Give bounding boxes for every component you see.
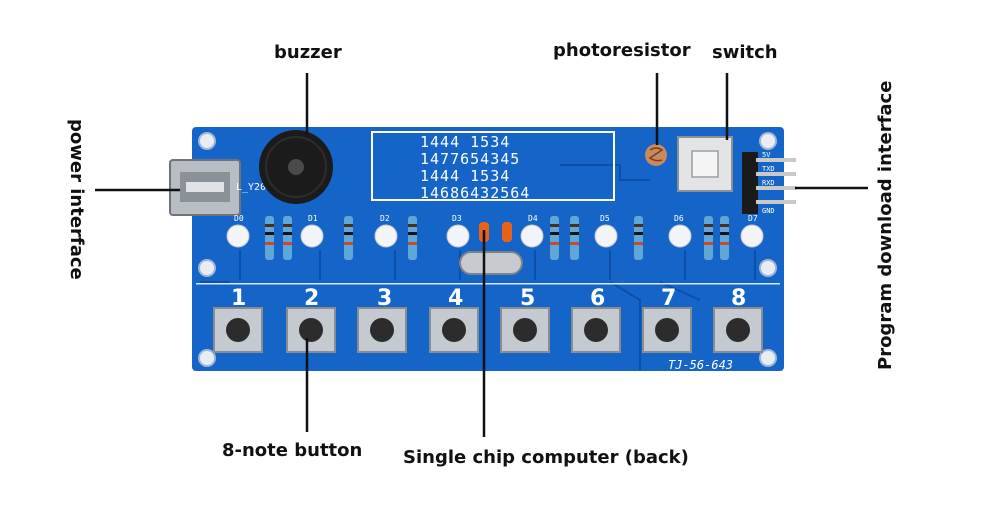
display-line-1: 1444 1534	[420, 133, 510, 151]
button-number-labels: 1 2 3 4 5 6 7 8	[231, 286, 746, 311]
buzzer-label: buzzer	[274, 42, 342, 63]
svg-text:D4: D4	[528, 214, 538, 223]
svg-text:6: 6	[590, 286, 605, 311]
single-chip-label: Single chip computer (back)	[403, 447, 689, 468]
svg-text:D5: D5	[600, 214, 610, 223]
buzzer-component	[259, 130, 333, 204]
svg-text:5V: 5V	[762, 151, 771, 159]
svg-text:D3: D3	[452, 214, 462, 223]
display-line-3: 1444 1534	[420, 167, 510, 185]
tactile-buttons	[213, 307, 763, 353]
program-header-pins	[742, 152, 796, 214]
svg-text:2: 2	[304, 286, 319, 311]
program-download-label: Program download interface	[875, 80, 896, 370]
svg-text:4: 4	[448, 286, 463, 311]
svg-text:7: 7	[661, 286, 676, 311]
svg-text:D0: D0	[234, 214, 244, 223]
led-labels: D0 D1 D2 D3 D4 D5 D6 D7	[234, 214, 758, 223]
svg-text:5: 5	[520, 286, 535, 311]
svg-text:TXD: TXD	[762, 165, 775, 173]
svg-text:RXD: RXD	[762, 179, 775, 187]
header-pin-labels: 5V TXD RXD GND	[762, 151, 775, 215]
photoresistor-component	[645, 144, 667, 166]
svg-text:1: 1	[231, 286, 246, 311]
power-interface-label: power interface	[66, 119, 87, 280]
svg-text:D2: D2	[380, 214, 390, 223]
display-line-4: 14686432564	[420, 184, 530, 202]
switch-component	[677, 136, 733, 192]
svg-text:8: 8	[731, 286, 746, 311]
display-silk-frame	[371, 131, 615, 201]
display-line-2: 1477654345	[420, 150, 520, 168]
svg-text:D7: D7	[748, 214, 758, 223]
usb-silk-label: L_Y20	[236, 182, 266, 193]
pcb-board	[192, 127, 784, 371]
svg-text:3: 3	[377, 286, 392, 311]
svg-text:D1: D1	[308, 214, 318, 223]
note-button-label: 8-note button	[222, 440, 363, 461]
board-model-label: TJ-56-643	[668, 358, 733, 372]
switch-label: switch	[712, 42, 778, 63]
resistor-row	[265, 216, 729, 260]
button-area-frame	[196, 283, 780, 285]
led-row	[226, 224, 764, 248]
pcb-traces	[200, 164, 756, 370]
svg-text:GND: GND	[762, 207, 775, 215]
svg-text:D6: D6	[674, 214, 684, 223]
power-usb-connector	[169, 159, 241, 216]
capacitor-2	[502, 222, 512, 242]
photoresistor-label: photoresistor	[553, 40, 691, 61]
mounting-holes	[198, 132, 777, 367]
crystal-component	[459, 251, 523, 275]
leader-lines	[95, 73, 868, 437]
